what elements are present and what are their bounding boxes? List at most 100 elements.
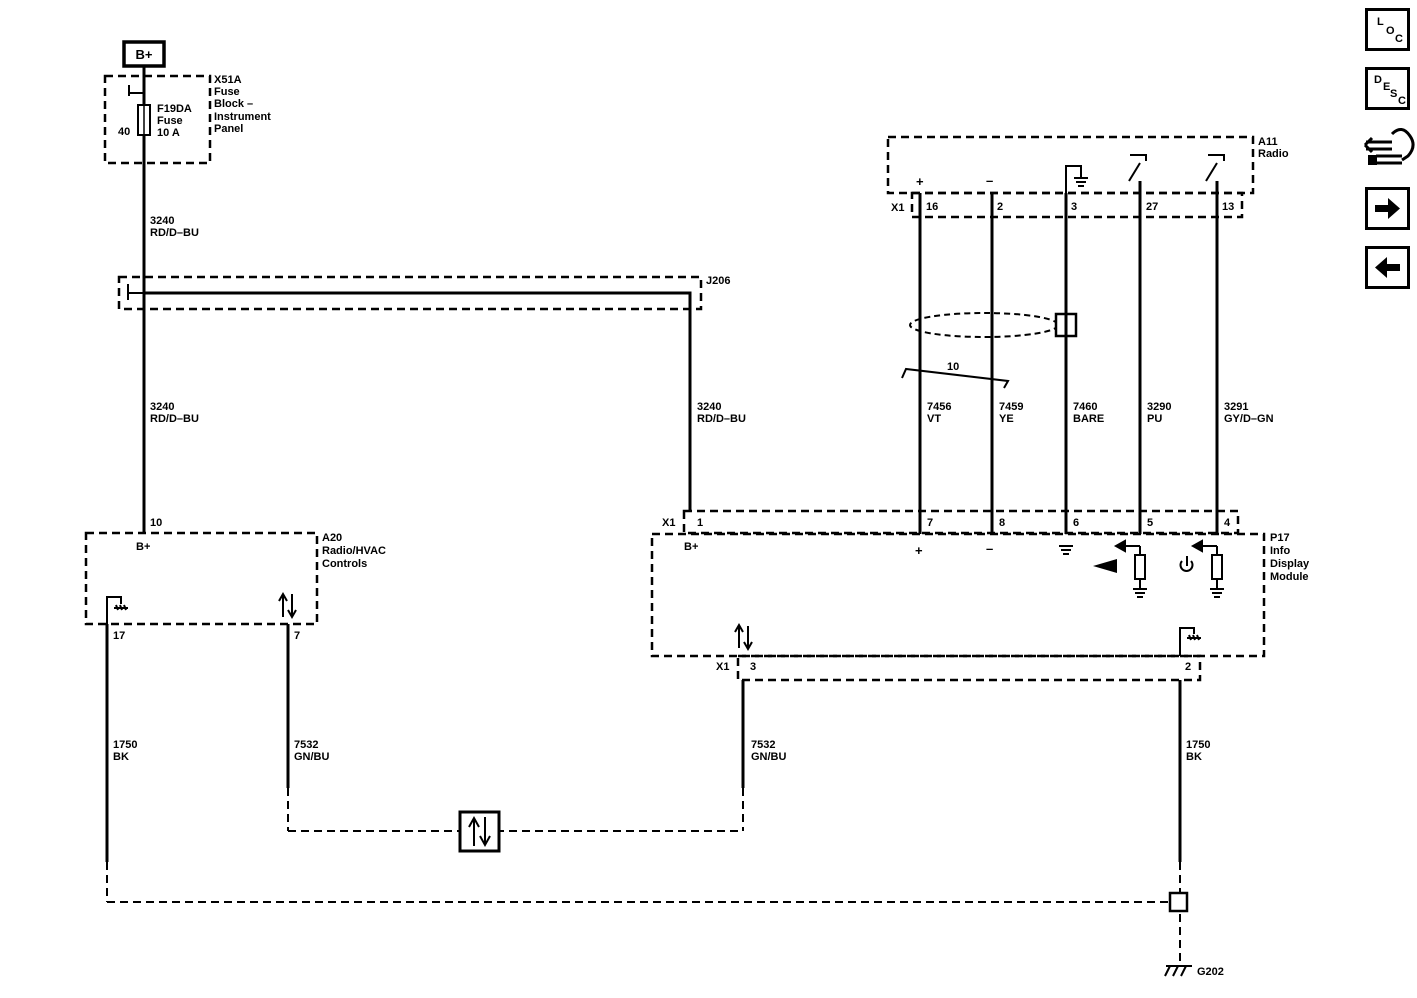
- wire-ye-color: YE: [999, 413, 1014, 425]
- wire-data-hvac-circuit: 7532: [294, 739, 318, 751]
- display-power-label: B+: [684, 541, 698, 553]
- hvac-power-label: B+: [136, 541, 150, 553]
- splice-id: J206: [706, 275, 730, 287]
- radio-ground-icon: [1065, 165, 1088, 193]
- fuse-id: F19DA: [157, 103, 192, 115]
- radio-id: A11: [1258, 136, 1278, 148]
- ground-g202-icon: [1164, 965, 1192, 977]
- display-pin-4: 4: [1224, 517, 1231, 529]
- wire-gnd-disp-circuit: 1750: [1186, 739, 1210, 751]
- radio-pin-13: 13: [1222, 201, 1234, 213]
- fuse-word: Fuse: [157, 115, 183, 127]
- display-pin-6: 6: [1073, 517, 1079, 529]
- wire-vt-color: VT: [927, 413, 941, 425]
- radio-pin-27: 27: [1146, 201, 1158, 213]
- wire-gnd-hvac-color: BK: [113, 751, 129, 763]
- display-pin-3: 3: [750, 661, 756, 673]
- serial-data-icon: [458, 810, 501, 853]
- wire-hvac-power-circuit: 3240: [150, 401, 174, 413]
- wire-pu-color: PU: [1147, 413, 1162, 425]
- display-connector-top: X1: [662, 517, 675, 529]
- wire-display-power-color: RD/D–BU: [697, 413, 746, 425]
- wire-bare-color: BARE: [1073, 413, 1104, 425]
- display-id: P17: [1270, 532, 1290, 544]
- wire-data-disp-circuit: 7532: [751, 739, 775, 751]
- display-data-arrows-icon: [734, 622, 753, 652]
- display-name-1: Info: [1270, 545, 1290, 557]
- display-name-3: Module: [1270, 571, 1309, 583]
- hvac-name-1: Radio/HVAC: [322, 545, 386, 557]
- battery-power-label: B+: [122, 40, 166, 68]
- wire-gy-color: GY/D–GN: [1224, 413, 1274, 425]
- wire-gnd-disp-color: BK: [1186, 751, 1202, 763]
- connector-icon: [1363, 128, 1415, 165]
- desc-letter-e: E: [1383, 81, 1391, 93]
- hvac-pin-power: 10: [150, 517, 162, 529]
- hvac-pin-data: 7: [294, 630, 300, 642]
- display-chassis-ground-icon: [1179, 627, 1201, 656]
- twisted-pair-indicator: 10: [901, 361, 1010, 389]
- wire-data-disp-color: GN/BU: [751, 751, 787, 763]
- wire-fuse-color: RD/D–BU: [150, 227, 199, 239]
- connector-view-button[interactable]: [1362, 122, 1417, 172]
- location-button[interactable]: L O C: [1365, 8, 1410, 51]
- twisted-pair-label: 10: [947, 361, 959, 373]
- radio-a11: A11 Radio X1 + – 16 2 3 27 13: [886, 135, 1289, 219]
- radio-switch-27-icon: [1128, 154, 1147, 182]
- loc-letter-o: O: [1386, 25, 1395, 37]
- description-button[interactable]: D E S C: [1365, 67, 1410, 110]
- ground-splice: [1168, 891, 1189, 913]
- info-display-p17: X1 X1 1 7 8 6 5 4 B+ + – P17 Info Displa…: [650, 509, 1310, 682]
- loc-letter-l: L: [1377, 16, 1384, 28]
- radio-minus: –: [986, 173, 993, 188]
- wire-hvac-power-color: RD/D–BU: [150, 413, 199, 425]
- display-ground-icon: [1059, 545, 1073, 555]
- ground-id: G202: [1197, 966, 1224, 978]
- arrow-right-icon: [1375, 198, 1400, 219]
- radio-pin-16: 16: [926, 201, 938, 213]
- display-name-2: Display: [1270, 558, 1310, 570]
- radio-connector: X1: [891, 202, 904, 214]
- display-input-gy-icon: [1190, 539, 1224, 598]
- wire-gy-circuit: 3291: [1224, 401, 1248, 413]
- wire-gnd-hvac-circuit: 1750: [113, 739, 137, 751]
- shield-drain: [909, 312, 1078, 338]
- desc-letter-c: C: [1398, 95, 1406, 107]
- display-pin-2: 2: [1185, 661, 1191, 673]
- hvac-id: A20: [322, 532, 342, 544]
- arrow-left-icon: [1375, 257, 1400, 278]
- fuse-block-name-4: Panel: [214, 123, 243, 135]
- display-pin-7: 7: [927, 517, 933, 529]
- hvac-pin-ground: 17: [113, 630, 125, 642]
- wire-vt-circuit: 7456: [927, 401, 951, 413]
- display-connector-bottom: X1: [716, 661, 729, 673]
- radio-switch-13-icon: [1205, 154, 1225, 182]
- fuse-rating: 10 A: [157, 127, 180, 139]
- wire-bare-circuit: 7460: [1073, 401, 1097, 413]
- fuse-block-x51a: X51A Fuse Block – Instrument Panel F19DA…: [103, 74, 271, 165]
- hvac-controls-a20: 10 B+ A20 Radio/HVAC Controls 17 7: [84, 517, 386, 642]
- radio-pin-3: 3: [1071, 201, 1077, 213]
- hvac-data-arrows-icon: [278, 591, 297, 620]
- wire-ye-circuit: 7459: [999, 401, 1023, 413]
- previous-page-button[interactable]: [1365, 246, 1410, 289]
- hvac-name-2: Controls: [322, 558, 367, 570]
- desc-letter-d: D: [1374, 74, 1382, 86]
- display-pin-1: 1: [697, 517, 703, 529]
- splice-j206: J206: [117, 275, 730, 311]
- display-pin-8: 8: [999, 517, 1005, 529]
- fuse-block-name-1: Fuse: [214, 86, 240, 98]
- display-input-pu-icon: [1113, 539, 1147, 598]
- wire-pu-circuit: 3290: [1147, 401, 1171, 413]
- fuse-block-name-3: Instrument: [214, 111, 271, 123]
- speaker-icon: [1093, 559, 1117, 573]
- wire-data-hvac-color: GN/BU: [294, 751, 330, 763]
- hvac-ground-icon: [106, 596, 128, 624]
- desc-letter-s: S: [1390, 88, 1398, 100]
- display-pin-5: 5: [1147, 517, 1153, 529]
- wire-display-power-circuit: 3240: [697, 401, 721, 413]
- radio-pin-2: 2: [997, 201, 1003, 213]
- next-page-button[interactable]: [1365, 187, 1410, 230]
- radio-plus: +: [916, 174, 924, 189]
